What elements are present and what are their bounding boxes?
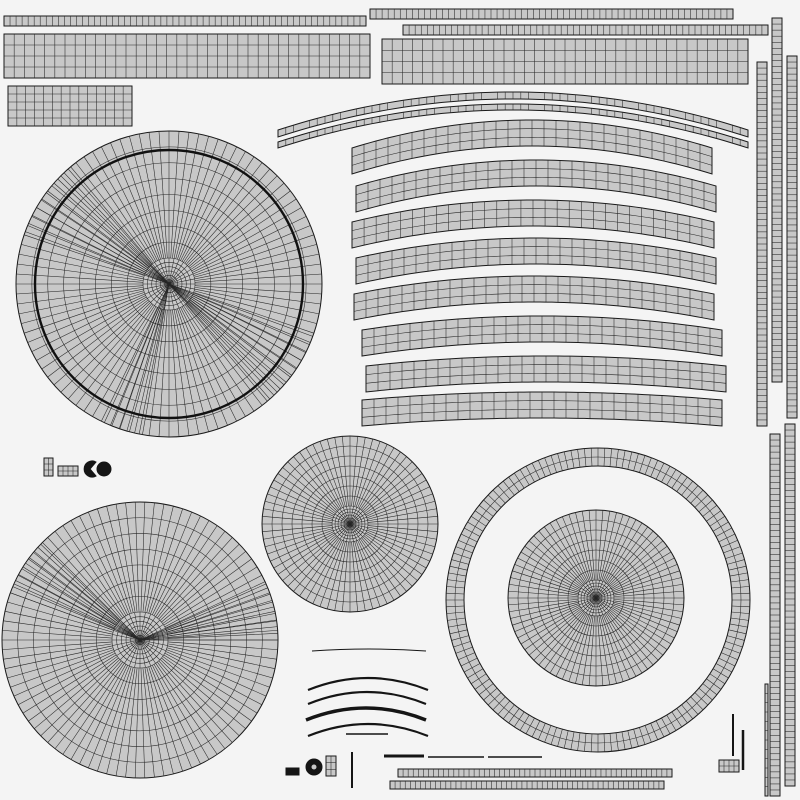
uv-disk-medium <box>261 435 439 613</box>
uv-arc-band-6 <box>361 315 723 357</box>
uv-disk-large-top <box>15 130 323 438</box>
uv-strip-bottom-1 <box>397 768 673 778</box>
uv-disk-large-bottom <box>1 501 279 779</box>
uv-arc-band-7 <box>365 355 727 393</box>
uv-tiny-islands <box>83 460 745 788</box>
uv-block-small-grid <box>7 85 133 127</box>
uv-arc-band-4 <box>355 237 717 285</box>
uv-strip-bottom-2 <box>389 780 665 790</box>
uv-arc-band-2 <box>355 159 717 213</box>
uv-strip-top-thin-right-2 <box>402 24 769 36</box>
uv-arc-band-5 <box>353 275 715 321</box>
uv-arc-band-1 <box>351 119 713 175</box>
uv-vstrip-2 <box>771 17 783 383</box>
uv-strip-top-thin-right <box>369 8 734 20</box>
uv-tiny-grid-d <box>718 759 740 773</box>
uv-small-arcs <box>305 648 429 738</box>
uv-vstrip-thin-1 <box>764 683 769 797</box>
uv-arc-band-3 <box>351 199 715 249</box>
uv-strip-wide-right <box>381 38 749 85</box>
uv-disk-ring-inner <box>507 509 685 687</box>
uv-vstrip-1 <box>756 61 768 427</box>
uv-strip-wide-left <box>3 33 371 79</box>
uv-arc-thin-2 <box>277 103 749 149</box>
uv-tiny-grid-b <box>57 465 79 477</box>
uv-vstrip-3 <box>786 55 798 419</box>
uv-arc-band-8 <box>361 391 723 427</box>
uv-arc-thin-1 <box>277 91 749 138</box>
uv-tiny-grid-c <box>325 755 337 777</box>
uv-tiny-grid-a <box>43 457 54 477</box>
uv-islands <box>1 8 798 797</box>
uv-strip-top-thin-left <box>3 15 367 27</box>
uv-vstrip-5 <box>784 423 796 787</box>
uv-vstrip-4 <box>769 433 781 797</box>
uv-bottom-short-lines <box>346 733 542 758</box>
